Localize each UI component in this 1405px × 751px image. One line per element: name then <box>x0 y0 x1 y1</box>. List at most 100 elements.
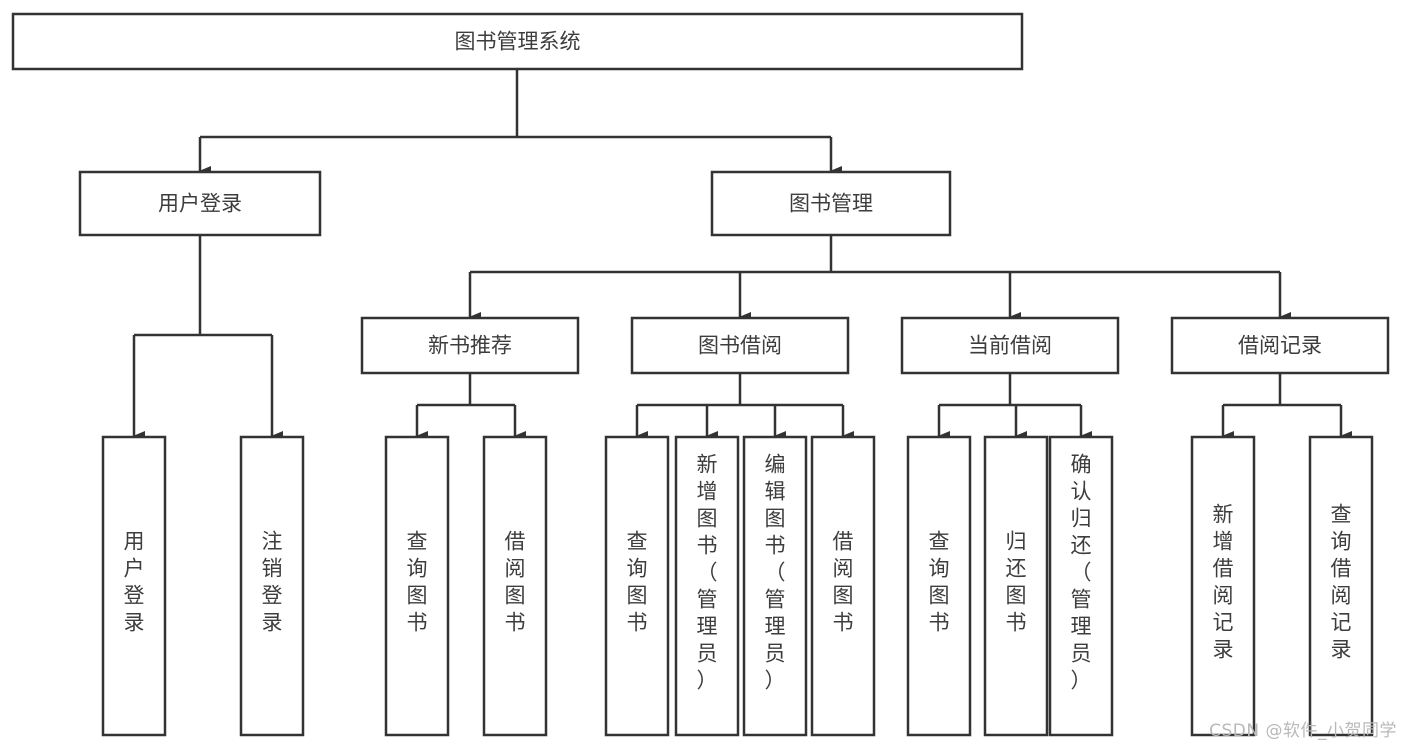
leaf-node-3-char: 借 <box>505 529 526 553</box>
leaf-node-6-char: 编 <box>765 452 786 476</box>
leaf-node-2-char: 图 <box>407 583 428 607</box>
leaf-node-9-char: 还 <box>1006 556 1027 580</box>
level2-node-1[interactable]: 图书管理 <box>710 170 952 237</box>
leaf-node-6-char: 书 <box>765 533 786 557</box>
level3-node-1[interactable]: 图书借阅 <box>630 316 850 375</box>
leaf-node-7-char: 图 <box>833 583 854 607</box>
leaf-node-1-char: 录 <box>262 610 283 634</box>
connector-group-root-to-level2 <box>198 69 842 176</box>
leaf-node-10-char: 还 <box>1071 533 1092 557</box>
leaf-node-11-char: 录 <box>1213 637 1234 661</box>
leaf-node-7-rect <box>810 435 876 737</box>
connector-group-current-to-leaves <box>937 373 1092 441</box>
level3-node-2-label: 当前借阅 <box>968 334 1052 358</box>
leaf-node-11-char: 借 <box>1213 556 1234 580</box>
leaf-node-6-char: 员 <box>765 641 786 665</box>
leaf-node-5-char: （ <box>697 560 718 584</box>
root-node-book-management-system[interactable]: 图书管理系统 <box>11 12 1024 71</box>
connector-group-borrow-to-leaves <box>635 373 854 441</box>
leaf-node-5-char: 书 <box>697 533 718 557</box>
leaf-node-1-char: 注 <box>262 529 283 553</box>
leaf-node-10-char: 认 <box>1071 479 1092 503</box>
leaf-node-1-char: 销 <box>262 556 283 580</box>
leaf-node-3-char: 图 <box>505 583 526 607</box>
level3-node-3[interactable]: 借阅记录 <box>1170 316 1390 375</box>
leaf-node-6-char: 辑 <box>765 479 786 503</box>
level3-node-3-rect <box>1170 316 1390 375</box>
leaf-node-11-char: 阅 <box>1213 583 1234 607</box>
leaf-node-12-rect <box>1308 435 1374 737</box>
leaf-node-6-char: （ <box>765 560 786 584</box>
leaf-node-4-rect <box>604 435 670 737</box>
level2-node-1-rect <box>710 170 952 237</box>
leaf-node-12-char: 查 <box>1331 502 1352 526</box>
leaf-node-10-char: 员 <box>1071 641 1092 665</box>
leaf-node-4-char: 图 <box>627 583 648 607</box>
level3-node-0-label: 新书推荐 <box>428 334 512 358</box>
level3-node-2[interactable]: 当前借阅 <box>900 316 1120 375</box>
leaf-node-3-char: 阅 <box>505 556 526 580</box>
leaf-node-12-char: 阅 <box>1331 583 1352 607</box>
node-layer: 图书管理系统用户登录图书管理新书推荐图书借阅当前借阅借阅记录用户登录注销登录查询… <box>11 12 1390 737</box>
leaf-node-10-char: 管 <box>1071 587 1092 611</box>
leaf-node-11-char: 增 <box>1213 529 1234 553</box>
leaf-node-0[interactable]: 用户登录 <box>101 435 167 737</box>
leaf-node-3-rect <box>482 435 548 737</box>
leaf-node-5-char: 理 <box>697 614 718 638</box>
leaf-node-10-char: （ <box>1071 560 1092 584</box>
level3-node-0-rect <box>360 316 580 375</box>
level3-node-1-label: 图书借阅 <box>698 334 782 358</box>
leaf-node-11-rect <box>1190 435 1256 737</box>
leaf-node-3-char: 书 <box>505 610 526 634</box>
connector-group-records-to-leaves <box>1221 373 1352 441</box>
leaf-node-8-char: 图 <box>929 583 950 607</box>
leaf-node-6-rect <box>742 435 808 737</box>
level3-node-3-label: 借阅记录 <box>1238 334 1322 358</box>
level3-node-0[interactable]: 新书推荐 <box>360 316 580 375</box>
leaf-node-2-char: 询 <box>407 556 428 580</box>
leaf-node-5-char: 增 <box>697 479 718 503</box>
leaf-node-6-char: 图 <box>765 506 786 530</box>
connector-layer <box>132 69 1352 441</box>
leaf-node-6-char: 理 <box>765 614 786 638</box>
leaf-node-11-char: 新 <box>1213 502 1234 526</box>
leaf-node-9-char: 图 <box>1006 583 1027 607</box>
leaf-node-8-char: 查 <box>929 529 950 553</box>
leaf-node-4-char: 书 <box>627 610 648 634</box>
leaf-node-0-char: 录 <box>124 610 145 634</box>
connector-group-login-to-leaves <box>132 235 283 441</box>
leaf-node-12-char: 记 <box>1331 610 1352 634</box>
leaf-node-9-char: 书 <box>1006 610 1027 634</box>
leaf-node-0-char: 用 <box>124 529 145 553</box>
leaf-node-8-char: 询 <box>929 556 950 580</box>
leaf-node-5-rect <box>674 435 740 737</box>
leaf-node-5-char: 管 <box>697 587 718 611</box>
leaf-node-5-char: 员 <box>697 641 718 665</box>
leaf-node-12-char: 询 <box>1331 529 1352 553</box>
level2-node-0[interactable]: 用户登录 <box>78 170 322 237</box>
leaf-node-6-char: ） <box>765 668 786 692</box>
leaf-node-10-char: ） <box>1071 668 1092 692</box>
